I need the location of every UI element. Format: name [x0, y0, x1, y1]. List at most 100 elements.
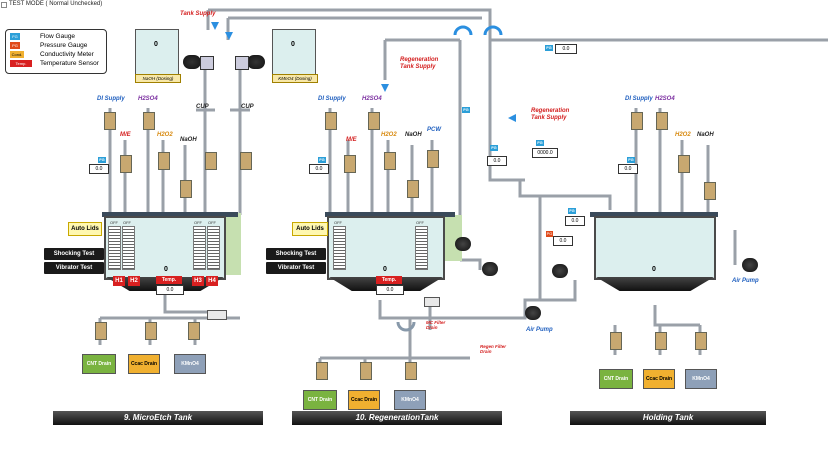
me-shocking-test-button[interactable]: Shocking Test [44, 248, 104, 260]
fg-tag-ht: FG [627, 157, 635, 163]
ht-drain-meter-1 [610, 332, 622, 350]
me-heater-h2[interactable]: H2 [128, 276, 140, 286]
me-ccac-drain-button[interactable]: Ccac Drain [128, 354, 160, 374]
kmno4-dosing-pump[interactable] [247, 55, 265, 69]
kmno4-dosing-value: 0 [291, 41, 295, 48]
pg-tag-ht: PG [546, 231, 553, 237]
rg-air-pump[interactable] [525, 306, 541, 320]
rg-flow-value-left: 0.0 [309, 164, 329, 174]
ht-pump[interactable] [552, 264, 568, 278]
me-heater-h4[interactable]: H4 [206, 276, 218, 286]
me-cup-meter-1 [205, 152, 217, 170]
rg-shocking-test-button[interactable]: Shocking Test [266, 248, 326, 260]
rg-di-supply-label: DI Supply [318, 96, 346, 102]
rg-tank-base [329, 277, 443, 291]
rg-tank-top-bar [325, 212, 455, 217]
regeneration-tank-title: 10. RegenerationTank [292, 411, 502, 425]
fg-tag-rg-left: FG [318, 157, 326, 163]
naoh-dosing-value: 0 [154, 41, 158, 48]
ht-flow-value-mid: 0.0 [565, 216, 585, 226]
holding-tank-title: Holding Tank [570, 411, 766, 425]
rg-flow-value-right: 0000.0 [532, 148, 558, 158]
cup-label-1: CUP [196, 104, 209, 110]
ht-tank-value: 0 [652, 266, 656, 273]
rg-pcw-label: PCW [427, 127, 441, 133]
me-auto-lids-button[interactable]: Auto Lids [68, 222, 102, 236]
me-heater-coil-4 [207, 226, 220, 270]
me-kmno4-drain-button[interactable]: KMnO4 [174, 354, 206, 374]
rg-h2so4-label: H2SO4 [362, 96, 382, 102]
ht-di-supply-label: DI Supply [625, 96, 653, 102]
me-tank-top-bar [102, 212, 238, 217]
ht-tank-top-bar [590, 212, 718, 217]
me-temp-value: 0.0 [156, 285, 184, 295]
me-me-label: M/E [120, 132, 131, 138]
rg-drain-meter-2 [360, 362, 372, 380]
rg-regen-filter-drain-label: Regen Filter Drain [480, 344, 507, 354]
me-flow-value: 0.0 [89, 164, 109, 174]
test-mode-checkbox[interactable] [1, 2, 7, 8]
ht-h2o2-label: H2O2 [675, 132, 691, 138]
me-side-panel [222, 213, 241, 275]
rg-heater-coil-2 [415, 226, 428, 270]
regen-tank-supply-label-2: Regeneration Tank Supply [531, 108, 570, 121]
rg-pcw-meter [427, 150, 439, 168]
test-mode-label: TEST MODE ( Normal Unchecked) [9, 1, 103, 7]
rg-cnt-drain-button[interactable]: CNT Drain [303, 390, 337, 410]
ht-kmno4-drain-button[interactable]: KMnO4 [685, 369, 717, 389]
legend-chip: FG [10, 33, 20, 40]
ht-drain-meter-3 [695, 332, 707, 350]
me-filter [207, 310, 227, 320]
me-drain-meter-1 [95, 322, 107, 340]
ht-flow-value-left: 0.0 [618, 164, 638, 174]
regen-tank-supply-label-1: Regeneration Tank Supply [400, 57, 439, 70]
naoh-dosing-tank[interactable]: 0 [135, 29, 179, 75]
ht-cnt-drain-button[interactable]: CNT Drain [599, 369, 633, 389]
fg-tag-rg-mid: FG [462, 107, 470, 113]
rg-vibrator-test-button[interactable]: Vibrator Test [266, 262, 326, 274]
me-cup-meter-2 [240, 152, 252, 170]
ht-air-pump[interactable] [742, 258, 758, 272]
kmno4-dosing-tank[interactable]: 0 [272, 29, 316, 75]
rg-flow-value-mid: 0.0 [487, 156, 507, 166]
me-drain-meter-2 [145, 322, 157, 340]
rg-drain-meter-3 [405, 362, 417, 380]
me-h2o2-label: H2O2 [157, 132, 173, 138]
rg-auto-lids-button[interactable]: Auto Lids [292, 222, 328, 236]
rg-drain-meter-1 [316, 362, 328, 380]
me-heater-h3[interactable]: H3 [192, 276, 204, 286]
ht-h2so4-meter [656, 112, 668, 130]
legend-label: Conductivity Meter [40, 51, 94, 58]
me-me-meter [120, 155, 132, 173]
me-naoh-meter [180, 180, 192, 198]
microetch-tank-title: 9. MicroEtch Tank [53, 411, 263, 425]
me-heater-h1[interactable]: H1 [113, 276, 125, 286]
me-off-4: OFF [208, 220, 216, 225]
legend-label: Flow Gauge [40, 33, 76, 40]
me-cnt-drain-button[interactable]: CNT Drain [82, 354, 116, 374]
me-temp-label: Temp. [156, 276, 182, 284]
ht-h2so4-label: H2SO4 [655, 96, 675, 102]
rg-me-label: M/E [346, 137, 357, 143]
ht-air-pump-label: Air Pump [732, 278, 759, 284]
rg-kmno4-drain-button[interactable]: KMnO4 [394, 390, 426, 410]
ht-tank-base [596, 277, 714, 291]
tank-supply-label: Tank Supply [180, 11, 216, 17]
ht-di-meter [631, 112, 643, 130]
rg-mc-filter-drain-label: MC Filter Drain [426, 320, 446, 330]
legend-label: Pressure Gauge [40, 42, 88, 49]
me-tank-value: 0 [164, 266, 168, 273]
naoh-dosing-pump[interactable] [183, 55, 201, 69]
rg-pump-2[interactable] [482, 262, 498, 276]
holding-tank[interactable]: 0 [594, 216, 716, 280]
ht-ccac-drain-button[interactable]: Ccac Drain [643, 369, 675, 389]
rg-ccac-drain-button[interactable]: Ccac Drain [348, 390, 380, 410]
me-vibrator-test-button[interactable]: Vibrator Test [44, 262, 104, 274]
rg-off-1: OFF [334, 220, 342, 225]
fg-tag-rg-mid2: FG [490, 145, 498, 151]
ht-naoh-label: NaOH [697, 132, 714, 138]
me-off-3: OFF [194, 220, 202, 225]
legend-panel: FG Flow Gauge PG Pressure Gauge Cond. Co… [5, 29, 107, 74]
rg-temp-value: 0.0 [376, 285, 404, 295]
rg-pump-1[interactable] [455, 237, 471, 251]
